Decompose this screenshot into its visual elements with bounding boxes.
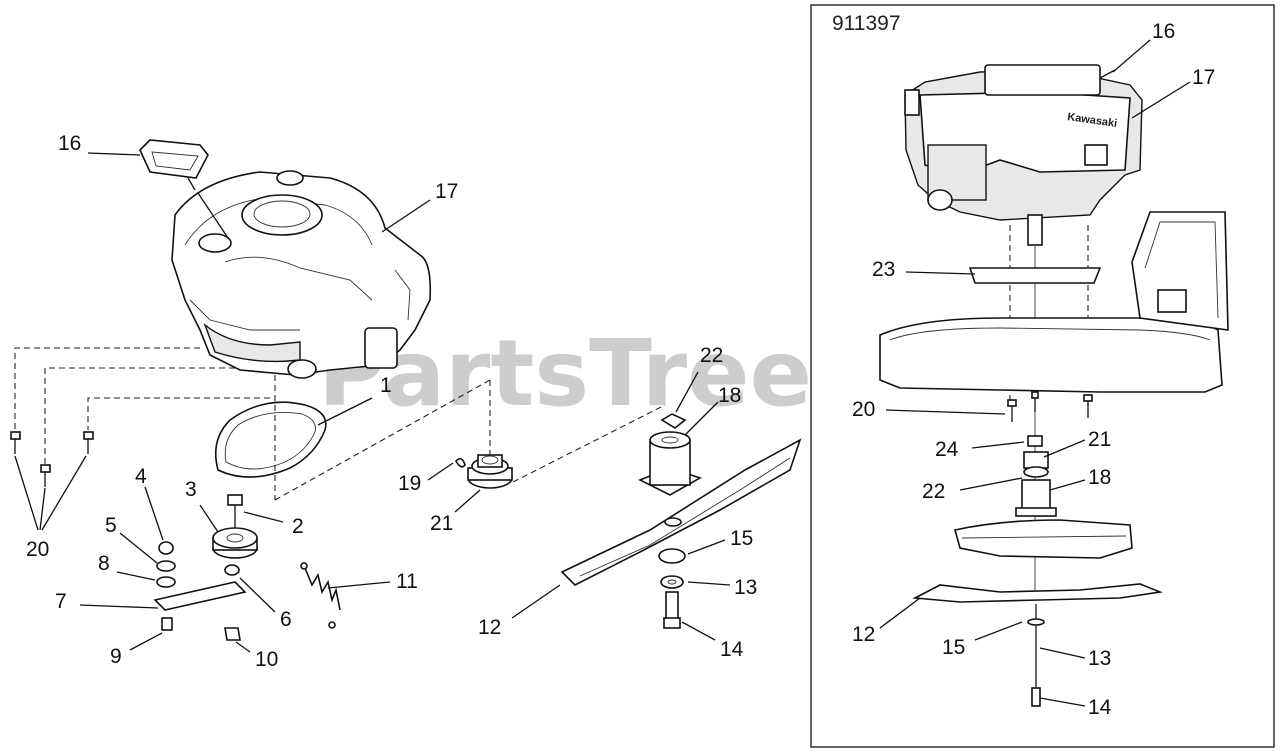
callout-left-7: 7: [55, 590, 67, 613]
callout-left-2: 2: [292, 515, 304, 538]
dipstick-right: [1099, 69, 1116, 79]
callout-left-18: 18: [718, 384, 741, 407]
tension-spring: [300, 562, 341, 629]
adapter-plate: [968, 267, 1102, 284]
callout-right-12: 12: [852, 623, 875, 646]
reference-number: 911397: [832, 12, 901, 35]
engine-illustration-left: [171, 170, 432, 379]
drive-belt: [214, 401, 327, 478]
callouts-left: 16 17 1 22 18 19 21 2 3 4 5 8 7 9 10 6 1…: [26, 132, 757, 671]
callout-left-8: 8: [98, 552, 110, 575]
inset-frame: [810, 4, 1275, 748]
leader-lines-right: [879, 39, 1191, 707]
dipstick-handle-left: [139, 139, 229, 239]
left-guide-lines: [14, 347, 666, 501]
callout-left-11: 11: [396, 570, 418, 593]
mower-deck: [879, 211, 1229, 393]
callout-left-15: 15: [730, 527, 753, 550]
callout-left-6: 6: [280, 608, 292, 631]
callout-right-13: 13: [1088, 647, 1111, 670]
callout-left-9: 9: [110, 645, 122, 668]
callout-right-22: 22: [922, 480, 945, 503]
callout-left-4: 4: [135, 465, 147, 488]
blade-housing-right: [954, 519, 1133, 559]
mower-blade-right: [912, 583, 1164, 603]
deck-bolts-right: [1007, 391, 1093, 422]
callout-left-5: 5: [105, 514, 117, 537]
callout-left-10: 10: [255, 648, 278, 671]
leader-lines-left: [14, 152, 731, 653]
callout-right-16: 16: [1152, 20, 1175, 43]
callout-right-24: 24: [935, 438, 959, 461]
callout-left-1: 1: [380, 374, 392, 397]
callout-left-16: 16: [58, 132, 81, 155]
callout-left-20: 20: [26, 538, 49, 561]
callout-left-22: 22: [700, 344, 723, 367]
mounting-bolts-left: [10, 431, 94, 487]
callout-left-13: 13: [734, 576, 757, 599]
callout-right-20: 20: [852, 398, 875, 421]
callout-left-19: 19: [398, 472, 421, 495]
callout-right-15: 15: [942, 636, 965, 659]
mower-blade-left: [560, 438, 802, 586]
engine-illustration-right: Kawasaki: [904, 64, 1143, 246]
callout-right-14: 14: [1088, 696, 1112, 719]
callout-left-21: 21: [430, 512, 453, 535]
callout-left-12: 12: [478, 616, 501, 639]
blade-spindle-left: [638, 431, 702, 496]
callout-right-23: 23: [872, 258, 895, 281]
callout-left-17: 17: [435, 180, 458, 203]
callout-left-14: 14: [720, 638, 744, 661]
callout-right-21: 21: [1088, 428, 1111, 451]
spindle-stack-right: [1015, 435, 1057, 517]
blade-pulley-left: [455, 413, 687, 489]
blade-bolt-hardware-right: [1027, 604, 1045, 707]
callout-right-17: 17: [1192, 66, 1215, 89]
callout-right-18: 18: [1088, 466, 1111, 489]
callout-left-3: 3: [185, 478, 197, 501]
callouts-right: 16 17 23 20 21 24 22 18 12 15 13 14: [852, 20, 1215, 719]
idler-hardware: [153, 494, 258, 641]
blade-bolt-hardware-left: [658, 548, 686, 629]
